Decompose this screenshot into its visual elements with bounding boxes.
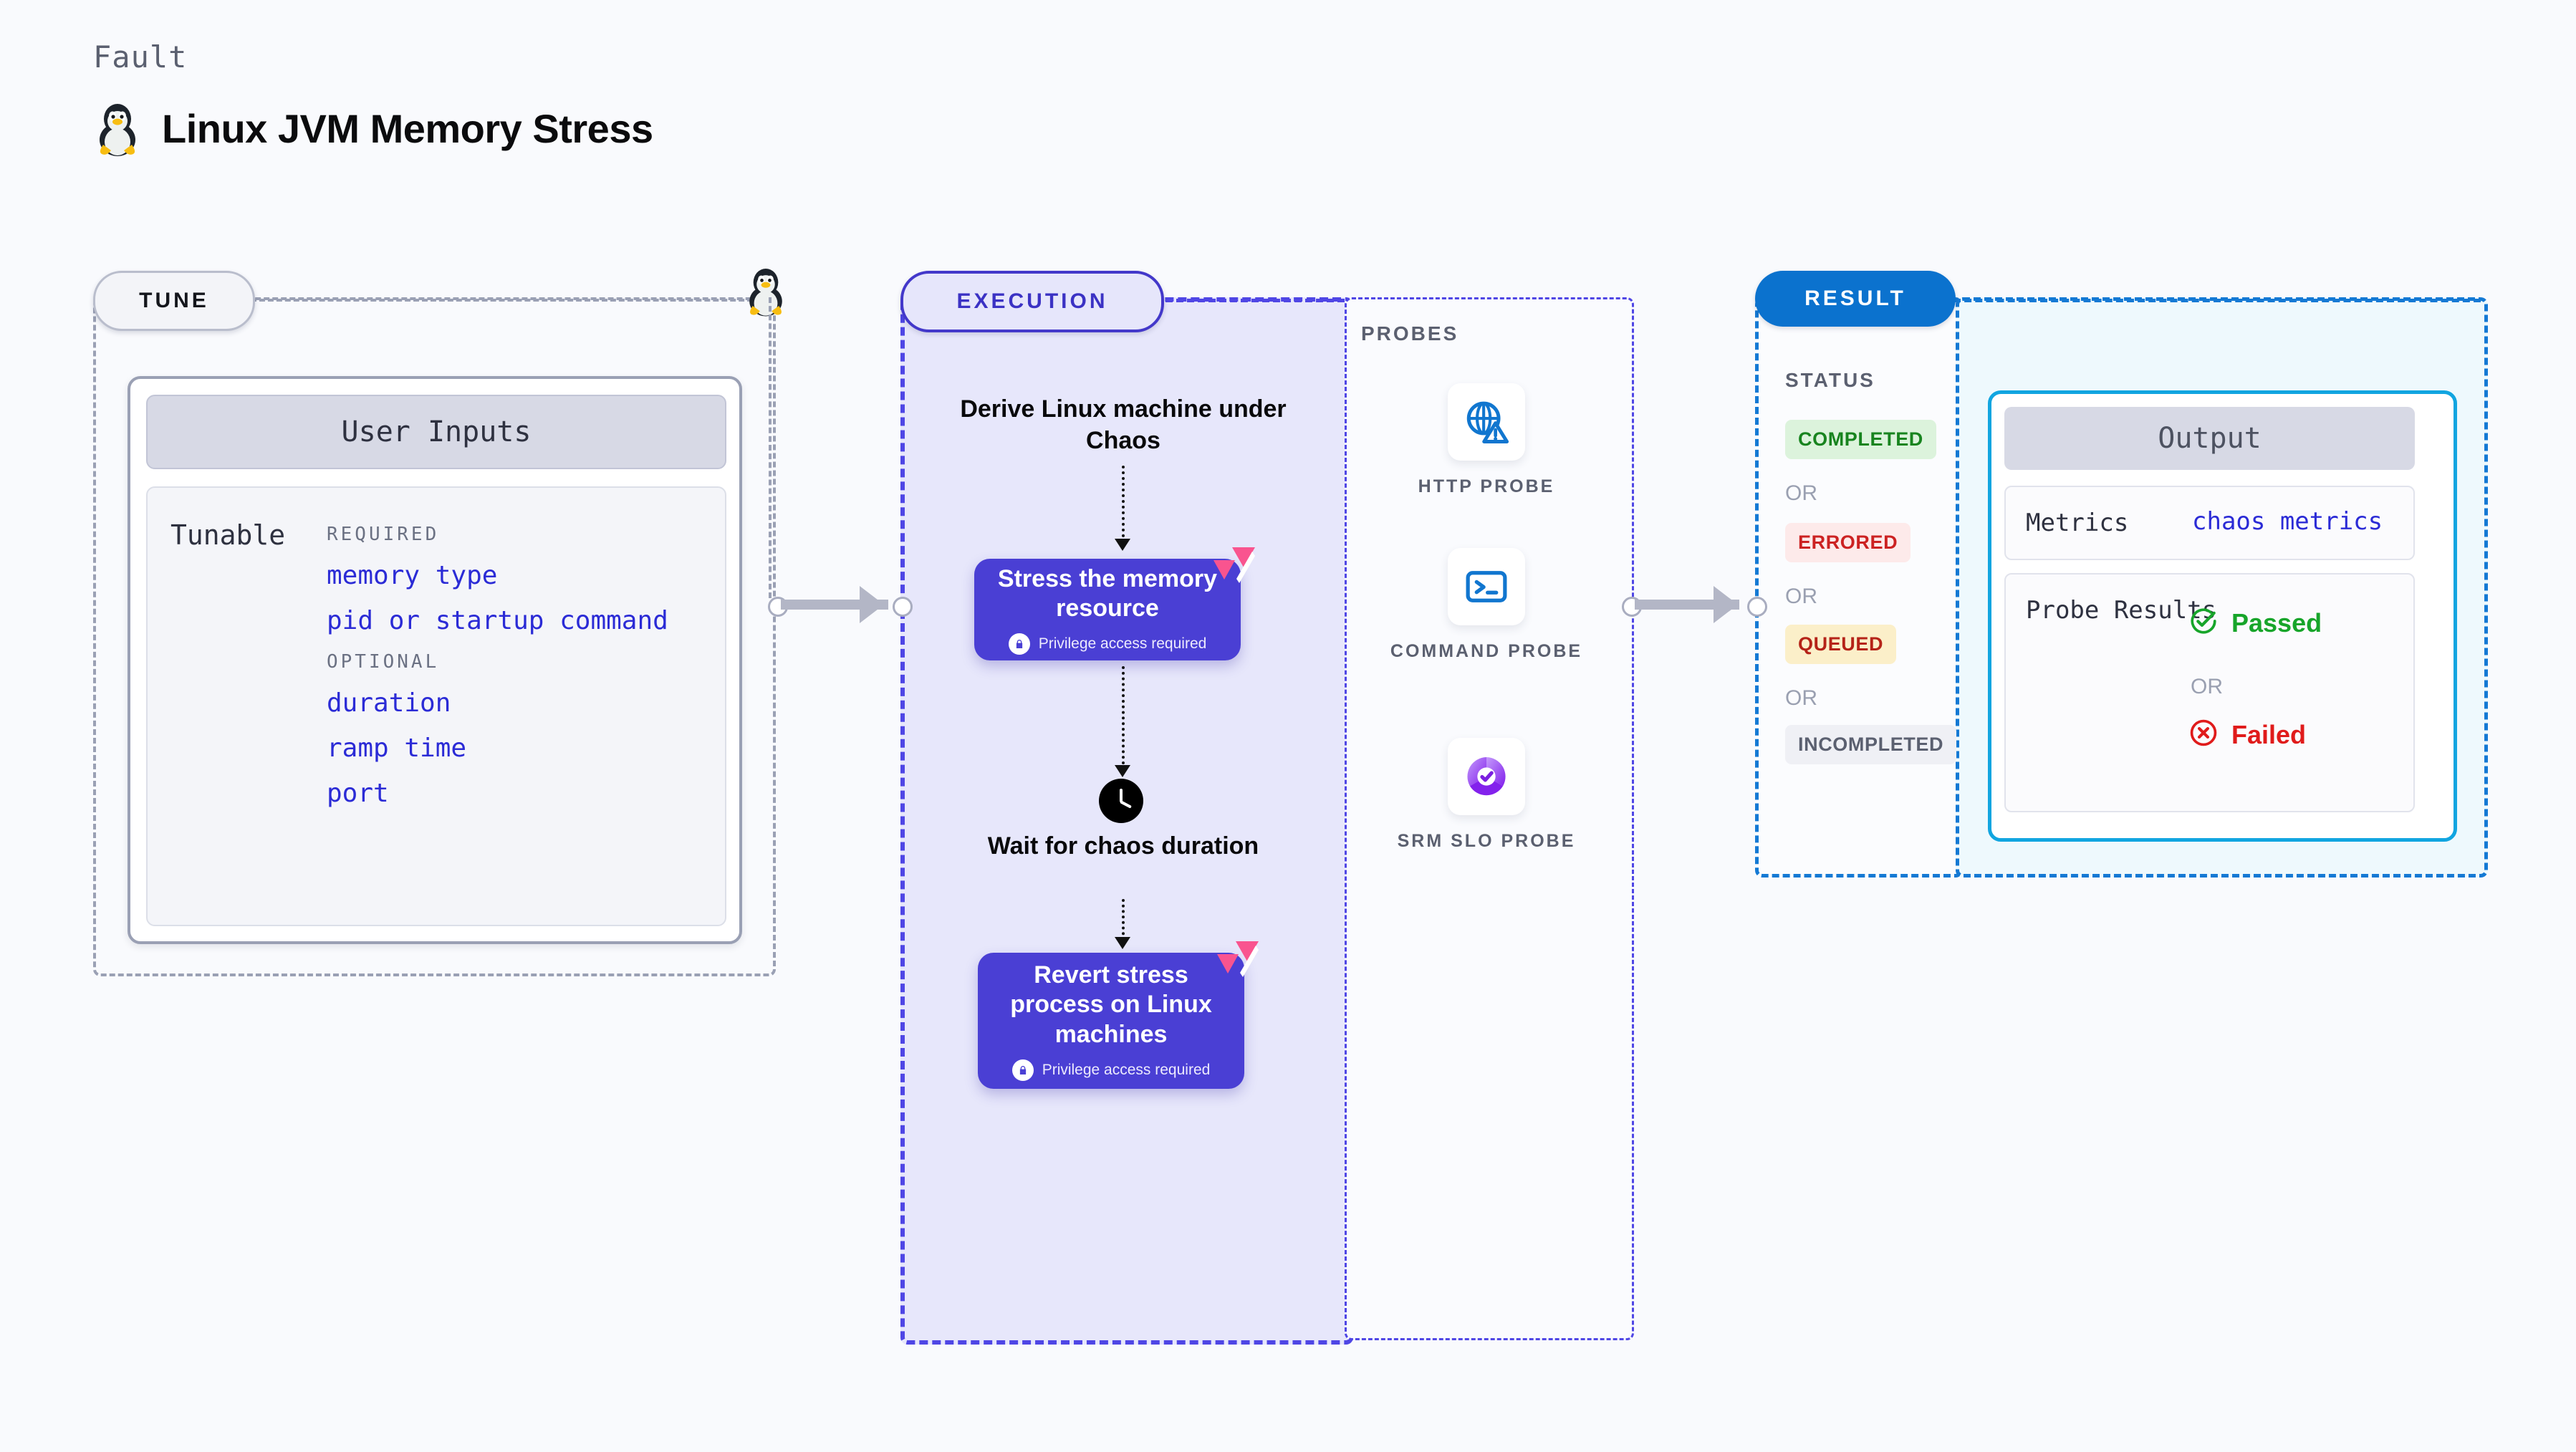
connector-arrow-1 [860,586,884,623]
tune-pill-label: TUNE [139,289,209,312]
metrics-label: Metrics [2026,509,2129,537]
probe-srm-slo-label: SRM SLO PROBE [1397,831,1576,851]
privilege-text: Privilege access required [1038,635,1207,653]
status-or-2: OR [1785,585,1817,608]
check-circle-icon [2188,606,2219,640]
status-label: STATUS [1785,369,1875,391]
connector-dot-right-2 [1747,597,1767,617]
user-inputs-header: User Inputs [146,395,726,469]
probe-result-or: OR [2191,675,2223,698]
tunable-panel: Tunable REQUIRED memory type pid or star… [146,486,726,926]
execution-step-wait: Wait for chaos duration [987,832,1259,860]
flow-arrow-2 [1115,765,1130,777]
tunable-port[interactable]: port [327,779,389,808]
lock-icon [1008,633,1030,655]
status-badge-errored: ERRORED [1785,523,1911,562]
status-badge-queued: QUEUED [1785,625,1897,664]
flow-dotted-1 [1122,466,1125,543]
probe-srm-slo[interactable]: SRM SLO PROBE [1386,738,1587,854]
connector-dot-right [893,597,913,617]
tunable-memory-type[interactable]: memory type [327,561,498,590]
output-card: Output Metrics chaos metrics Probe Resul… [1988,390,2457,842]
flow-dotted-2 [1122,666,1125,770]
execution-card-revert-stress[interactable]: Revert stress process on Linux machines … [978,953,1244,1089]
probe-command-label: COMMAND PROBE [1390,641,1583,661]
group-title-required: REQUIRED [327,524,440,545]
tune-stage-pill[interactable]: TUNE [93,271,255,331]
result-status-box [1755,297,1963,878]
group-title-optional: OPTIONAL [327,651,440,673]
status-or-1: OR [1785,481,1817,505]
flow-arrow-3 [1115,937,1130,949]
tunable-list: REQUIRED memory type pid or startup comm… [327,508,713,824]
failed-label: Failed [2231,719,2307,749]
status-badge-completed: COMPLETED [1785,420,1936,459]
execution-card-stress-memory-title: Stress the memory resource [997,564,1218,622]
probe-result-passed: Passed [2188,606,2322,640]
status-badge-incompleted: INCOMPLETED [1785,725,1957,764]
result-top-rail [1953,299,2481,302]
title-row: Linux JVM Memory Stress [93,100,653,156]
terminal-icon [1448,548,1525,625]
execution-card-revert-stress-title: Revert stress process on Linux machines [1010,961,1212,1048]
tunable-ramp-time[interactable]: ramp time [327,734,467,763]
execution-card-stress-memory[interactable]: Stress the memory resource Privilege acc… [974,559,1241,660]
flow-arrow-1 [1115,539,1130,551]
tunable-label: Tunable [170,519,286,551]
privilege-row: Privilege access required [1008,633,1207,655]
execution-step-derive: Derive Linux machine under Chaos [960,395,1287,454]
clock-icon [1099,779,1143,823]
flow-dotted-3 [1122,899,1125,941]
probe-results-label: Probe Results [2026,596,2217,625]
output-row-probe-results: Probe Results Passed OR Failed [2004,573,2415,812]
harness-ribbon-icon [1211,546,1256,590]
tunable-pid-or-startup-command[interactable]: pid or startup command [327,606,668,635]
slo-donut-check-icon [1448,738,1525,815]
globe-warning-icon [1448,383,1525,461]
probe-result-failed: Failed [2188,718,2306,751]
tux-penguin-icon [93,100,142,156]
tune-top-rail [251,299,770,302]
result-stage-pill[interactable]: RESULT [1755,271,1956,327]
probe-http-label: HTTP PROBE [1418,476,1555,496]
fault-kicker: Fault [93,39,188,74]
execution-stage-pill[interactable]: EXECUTION [900,271,1164,332]
tunable-duration[interactable]: duration [327,688,451,718]
harness-ribbon-icon [1214,940,1260,984]
page-header: Fault Linux JVM Memory Stress [93,39,653,156]
execution-top-rail [1155,299,1345,302]
output-row-metrics: Metrics chaos metrics [2004,486,2415,560]
result-pill-label: RESULT [1804,287,1906,310]
probes-stage-box [1345,297,1634,1340]
user-inputs-card: User Inputs Tunable REQUIRED memory type… [128,376,742,944]
metrics-value-link[interactable]: chaos metrics [2192,507,2383,536]
x-circle-icon [2188,718,2219,751]
status-or-3: OR [1785,686,1817,710]
tune-right-rail [769,297,772,598]
page-title: Linux JVM Memory Stress [162,105,653,151]
probes-label: PROBES [1361,322,1459,345]
probe-command[interactable]: COMMAND PROBE [1386,548,1587,664]
lock-icon [1011,1059,1034,1082]
connector-arrow-2 [1714,586,1738,623]
privilege-text: Privilege access required [1042,1062,1211,1079]
passed-label: Passed [2231,607,2322,638]
probe-http[interactable]: HTTP PROBE [1386,383,1587,499]
privilege-row-2: Privilege access required [1011,1059,1211,1082]
connector-line-2 [1635,600,1739,610]
execution-pill-label: EXECUTION [956,289,1108,313]
tux-corner-marker-icon [744,265,788,320]
output-header: Output [2004,407,2415,470]
